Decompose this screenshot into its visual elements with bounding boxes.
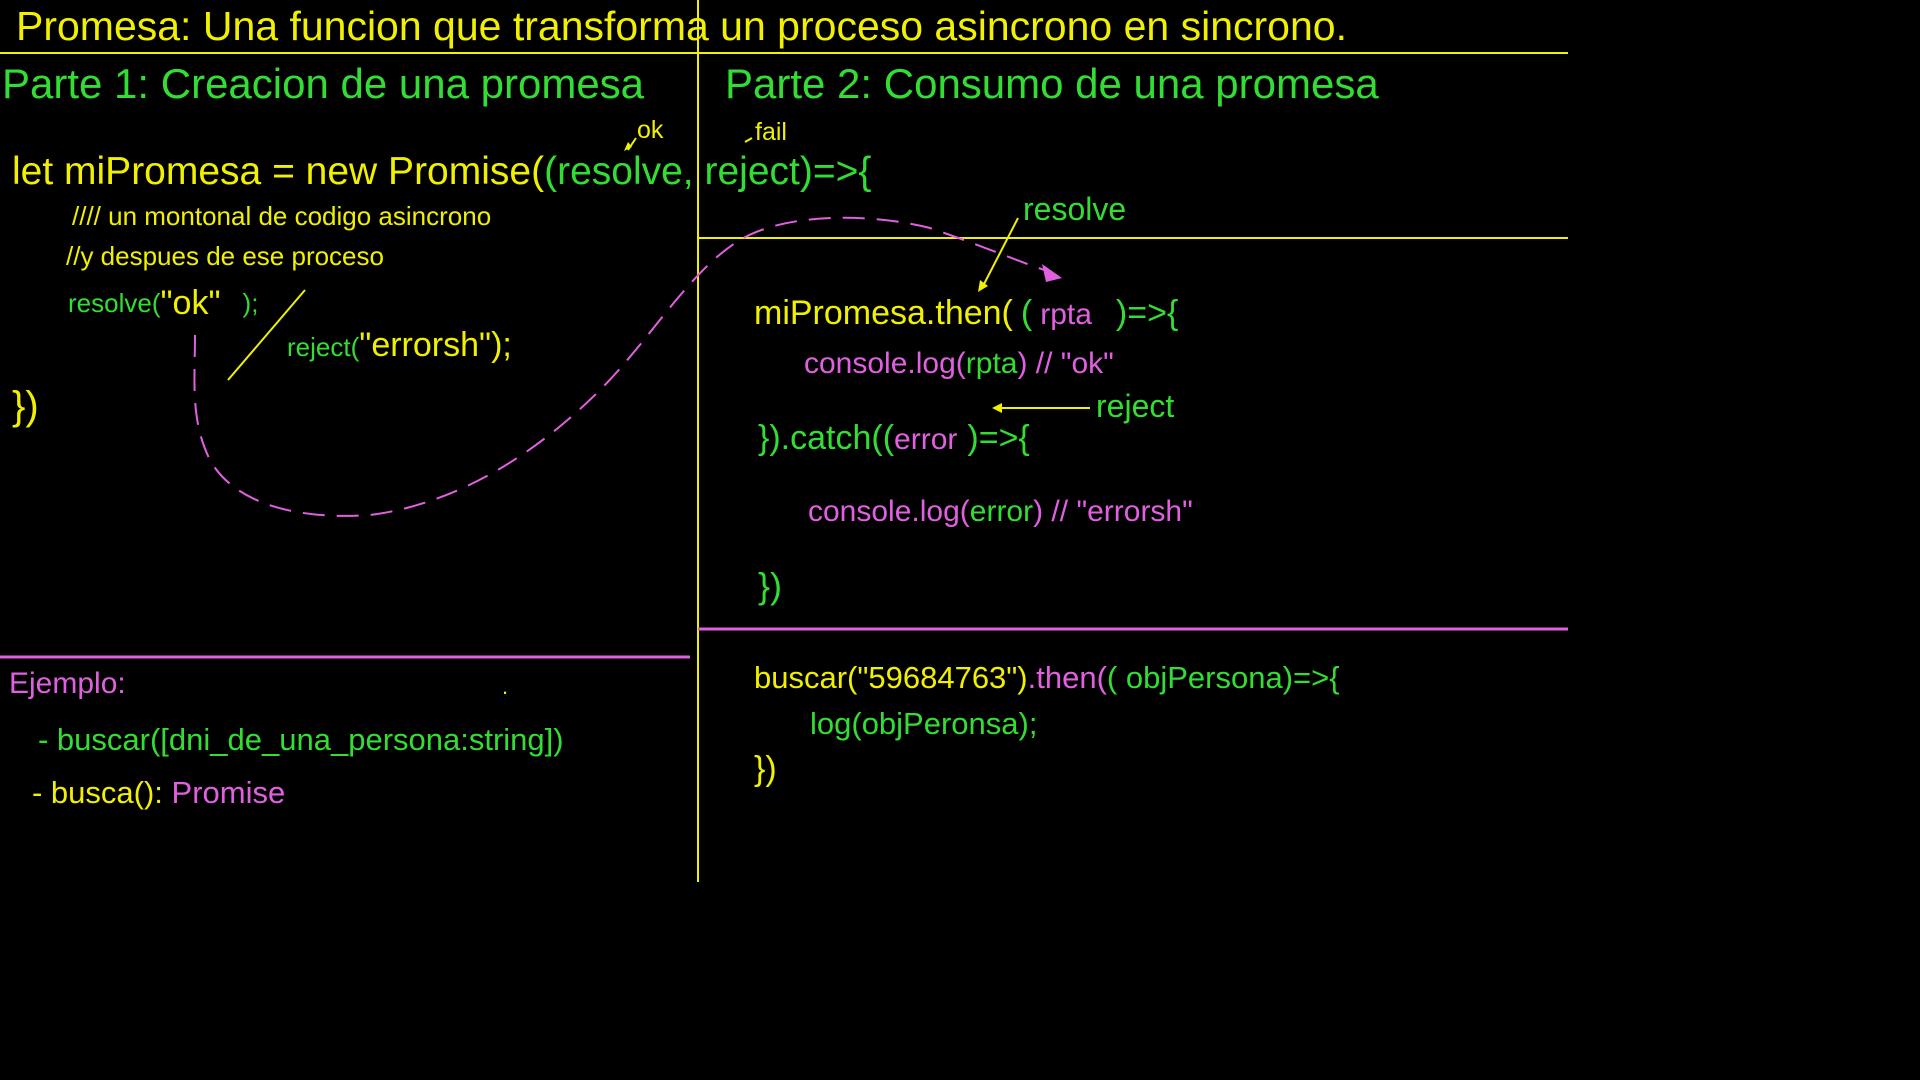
- code-log-error-comment: ) // "errorsh": [1033, 495, 1193, 528]
- code-close-part1: }): [12, 384, 39, 428]
- example-item-busca-type: Promise: [171, 775, 286, 810]
- code-reject-value: "errorsh");: [359, 326, 512, 364]
- example-label: Ejemplo:: [9, 667, 126, 700]
- example-item-busca: - busca(): Promise: [32, 777, 285, 808]
- code-let-new-promise: let miPromesa = new Promise(: [12, 150, 545, 193]
- code-executor-args: (resolve, reject)=>{: [544, 150, 872, 193]
- example-item-busca-sig: - busca():: [32, 775, 172, 810]
- code-log-rpta-call: console.log(: [804, 347, 966, 380]
- example-code-line1: buscar("59684763").then(( objPersona)=>{: [754, 662, 1340, 693]
- log-error-line: console.log(error) // "errorsh": [808, 497, 1193, 527]
- code-log-rpta-comment: ) // "ok": [1017, 347, 1114, 380]
- flow-dashed-curve: [193, 216, 1051, 517]
- code-catch-arg: error: [894, 423, 958, 456]
- catch-line: }).catch((error )=>{: [758, 419, 1030, 457]
- promise-declaration-line: let miPromesa = new Promise((resolve, re…: [12, 152, 871, 191]
- log-rpta-line: console.log(rpta) // "ok": [804, 349, 1114, 379]
- resolve-line: resolve("ok");: [68, 284, 258, 320]
- annotation-fail: fail: [755, 118, 787, 146]
- annotation-reject: reject: [1096, 388, 1175, 424]
- code-catch-open: }).catch((: [758, 419, 895, 457]
- code-catch-arrow: )=>{: [967, 419, 1030, 457]
- resolve-annotation-arrow-head: [978, 280, 988, 292]
- code-then-arg: rpta: [1040, 298, 1092, 331]
- example-code-callback: ( objPersona)=>{: [1106, 660, 1340, 695]
- drawing-layer: [0, 0, 1568, 882]
- reject-annotation-arrow-head: [992, 403, 1002, 413]
- page-title: Promesa: Una funcion que transforma un p…: [16, 3, 1347, 49]
- example-code-log: log(objPeronsa);: [810, 706, 1038, 741]
- code-reject-call: reject(: [287, 332, 360, 362]
- code-comment-async: //// un montonal de codigo asincrono: [72, 201, 492, 231]
- reject-line: reject("errorsh");: [287, 328, 512, 362]
- strike-line: [227, 289, 306, 381]
- then-line: miPromesa.then((rpta )=>{: [754, 294, 1178, 332]
- part2-heading: Parte 2: Consumo de una promesa: [725, 60, 1379, 107]
- code-resolve-end: );: [242, 288, 259, 318]
- code-resolve-call: resolve(: [68, 288, 161, 318]
- annotation-resolve: resolve: [1023, 191, 1127, 227]
- fail-arrow: [744, 137, 753, 143]
- example-item-buscar: - buscar([dni_de_una_persona:string]): [38, 722, 564, 757]
- flow-arrow-head: [1042, 264, 1062, 282]
- example-dot: .: [502, 674, 509, 699]
- code-then-paren: (: [1020, 294, 1033, 332]
- code-then-open: miPromesa.then(: [754, 294, 1013, 332]
- example-code-close: }): [754, 750, 777, 788]
- code-log-error-arg: error: [969, 495, 1034, 528]
- code-comment-after: //y despues de ese proceso: [66, 241, 384, 271]
- code-close-part2: }): [758, 565, 783, 606]
- ok-arrow-head: [624, 142, 632, 151]
- resolve-annotation-arrow: [981, 217, 1019, 289]
- code-then-arrow: )=>{: [1115, 294, 1179, 332]
- example-code-buscar: buscar("59684763"): [754, 660, 1028, 695]
- part1-heading: Parte 1: Creacion de una promesa: [2, 60, 645, 107]
- example-code-then: .then(: [1027, 660, 1107, 695]
- code-log-error-call: console.log(: [808, 495, 970, 528]
- code-resolve-value: "ok": [160, 284, 221, 322]
- code-log-rpta-arg: rpta: [965, 347, 1018, 380]
- annotation-ok: ok: [637, 116, 664, 144]
- whiteboard: Promesa: Una funcion que transforma un p…: [0, 0, 1568, 882]
